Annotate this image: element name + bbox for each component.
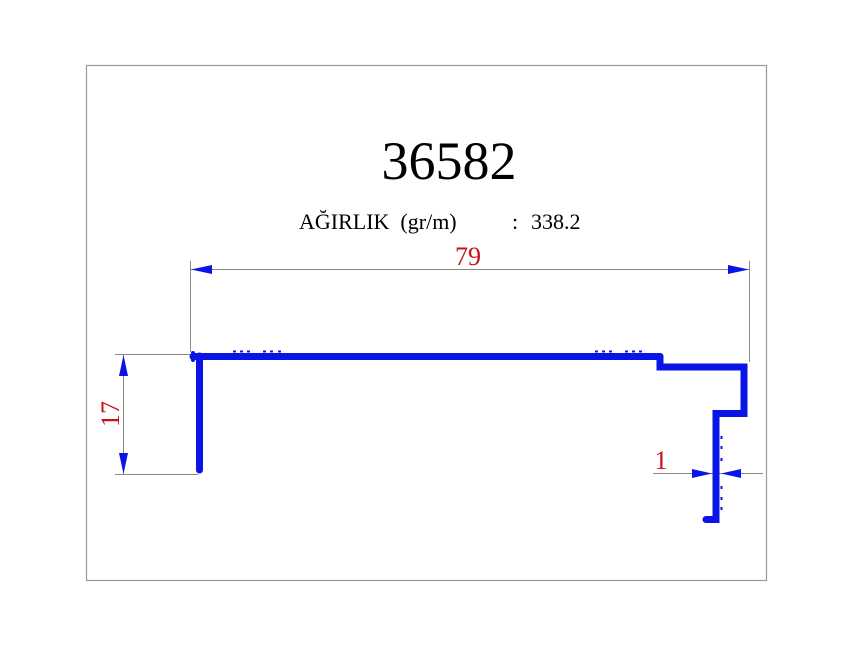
- weight-value: 338.2: [531, 209, 581, 234]
- thickness-value: 1: [655, 446, 668, 475]
- profile-knurling-vertical: [720, 436, 723, 510]
- weight-label: AĞIRLIK (gr/m): [299, 209, 457, 234]
- width-arrow-right: [728, 265, 749, 274]
- width-value: 79: [455, 242, 481, 271]
- height-arrow-top: [119, 355, 128, 376]
- profile-knurling-right: [595, 350, 642, 353]
- profile-knurling-left: [233, 350, 281, 353]
- profile-right-return: [656, 353, 748, 523]
- thickness-arrow-right: [721, 469, 741, 478]
- height-arrow-bottom: [119, 453, 128, 474]
- thickness-arrow-left: [692, 469, 712, 478]
- height-value: 17: [96, 401, 125, 427]
- width-dimension: 79: [190, 242, 750, 362]
- width-arrow-left: [191, 265, 212, 274]
- profile-section: [189, 350, 748, 523]
- part-number: 36582: [382, 131, 517, 191]
- thickness-dimension: 1: [653, 446, 763, 478]
- drawing-frame: [85, 64, 768, 582]
- weight-separator: :: [512, 209, 518, 234]
- height-dimension: 17: [96, 354, 198, 475]
